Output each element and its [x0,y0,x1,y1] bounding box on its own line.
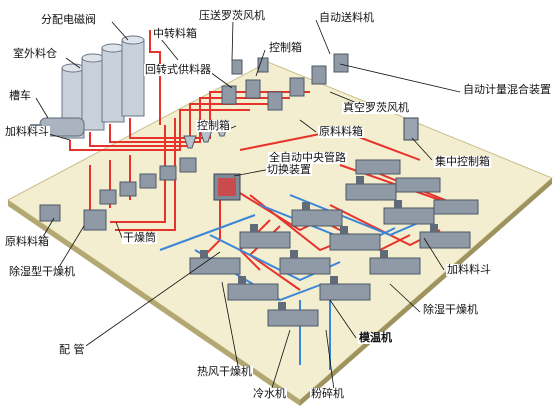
label-auto-metering-mixer: 自动计量混合装置 [462,83,552,96]
label-raw-material-box-mid: 原料料箱 [318,125,364,138]
label-chiller: 冷水机 [252,387,287,400]
label-dehumidify-dryer-right: 除湿干燥机 [422,303,479,316]
floor-side-right [300,178,552,406]
label-crusher: 粉碎机 [310,387,345,400]
label-dryer-tube: 干燥筒 [122,231,157,244]
red-conveying-pipes [69,30,471,291]
floor-side-left [8,200,300,406]
label-distribution-valve: 分配电磁阀 [40,13,97,26]
label-hot-air-dryer: 热风干燥机 [196,365,253,378]
label-pressure-blower: 压送罗茨风机 [198,9,266,22]
label-feed-hopper-left: 加料料斗 [4,125,50,138]
label-central-control-box: 集中控制箱 [434,155,491,168]
label-dehumidify-dryer-left: 除湿型干燥机 [8,265,76,278]
label-auto-loader: 自动送料机 [318,11,375,24]
central-pipe-switch [213,173,241,201]
label-control-box-top: 控制箱 [268,41,303,54]
label-outdoor-silo: 室外料仓 [12,47,58,60]
label-central-pipe-switch-line1: 全自动中央管路 [268,151,347,164]
label-feed-hopper-right: 加料料斗 [446,263,492,276]
label-piping: 配 管 [58,343,86,356]
label-vacuum-blower: 真空罗茨风机 [342,101,410,114]
label-rotary-feeder: 回转式供料器 [144,63,212,76]
machine-hoppers [200,176,438,310]
label-transfer-box: 中转料箱 [152,27,198,40]
central-control-box [403,117,419,141]
label-mold-temp-controller: 模温机 [358,331,393,344]
leader-lines [35,19,461,391]
auto-loaders-row [221,53,349,111]
injection-molding-machines [189,159,479,327]
label-raw-material-box-left: 原料料箱 [4,235,50,248]
label-central-pipe-switch-line2: 切换装置 [266,163,312,176]
label-control-box-mid: 控制箱 [196,119,231,132]
dehumidifying-dryers-left [39,157,197,231]
label-tanker: 槽车 [8,89,32,102]
